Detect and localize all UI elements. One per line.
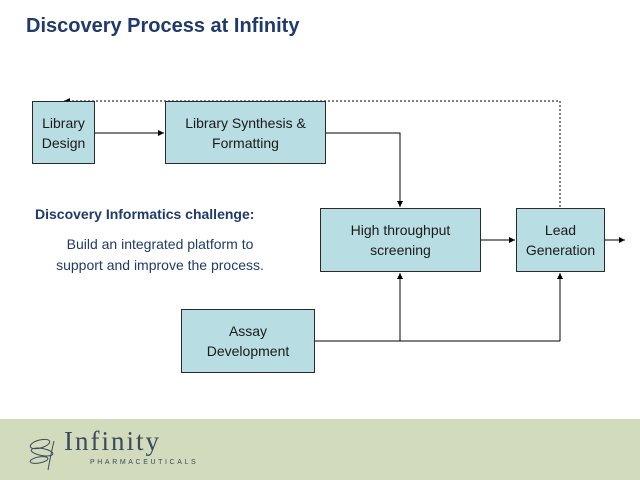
lead-generation-box: Lead Generation: [516, 208, 605, 272]
assay-development-box: Assay Development: [181, 309, 315, 373]
lead-generation-label: Lead Generation: [525, 222, 596, 258]
company-logo-name: Infinity: [64, 426, 161, 456]
library-design-box: Library Design: [32, 101, 95, 164]
slide-title: Discovery Process at Infinity: [26, 15, 300, 37]
high-throughput-box: High throughput screening: [320, 208, 481, 272]
arrow-synthesis-to-hts: [326, 132, 403, 207]
dragonfly-icon: [29, 438, 55, 471]
library-design-label: Library Design: [41, 114, 86, 151]
library-synthesis-box: Library Synthesis & Formatting: [165, 101, 326, 164]
library-synthesis-label: Library Synthesis & Formatting: [185, 114, 306, 151]
challenge-body: Build an integrated platform to support …: [30, 234, 290, 276]
assay-development-label: Assay Development: [206, 323, 290, 359]
footer-band: [0, 419, 640, 480]
high-throughput-label: High throughput screening: [350, 222, 451, 258]
challenge-body-text: Build an integrated platform to support …: [56, 236, 264, 273]
company-logo-tagline: PHARMACEUTICALS: [90, 459, 199, 466]
challenge-heading: Discovery Informatics challenge:: [35, 206, 255, 222]
